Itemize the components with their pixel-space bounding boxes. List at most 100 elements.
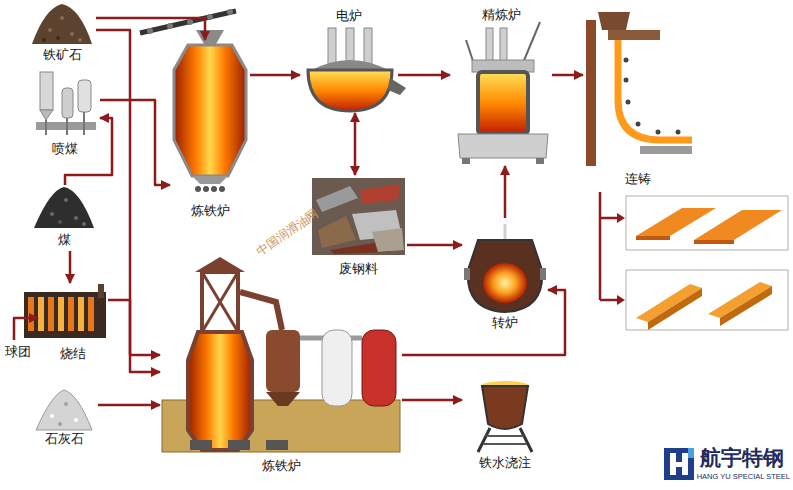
blast-furnace-plant bbox=[202, 272, 238, 332]
product-arrows bbox=[600, 192, 618, 300]
flow-arrow bbox=[69, 251, 72, 283]
hot-metal-ladle bbox=[478, 428, 532, 452]
continuous-caster bbox=[586, 12, 692, 166]
coal-pile bbox=[82, 222, 86, 226]
product-arrows bbox=[617, 213, 625, 223]
billet-panel bbox=[720, 286, 772, 326]
process-label: 连铸 bbox=[623, 171, 653, 187]
sinter-battery bbox=[58, 297, 64, 331]
continuous-caster bbox=[640, 146, 692, 154]
process-node: 石灰石 bbox=[30, 388, 98, 450]
flow-arrow bbox=[98, 404, 160, 407]
electric-furnace bbox=[388, 78, 406, 95]
sinter-battery bbox=[48, 297, 54, 331]
process-label: 废钢料 bbox=[337, 261, 380, 277]
coal-injection-plant bbox=[36, 72, 96, 135]
ladle-refining-furnace bbox=[458, 22, 548, 164]
ore-pile bbox=[78, 38, 82, 42]
product-arrows bbox=[600, 192, 625, 305]
ladle-refining-furnace bbox=[536, 158, 544, 164]
scrap-heap bbox=[360, 184, 400, 204]
converter bbox=[468, 240, 542, 312]
blast-furnace-small bbox=[219, 186, 225, 192]
coal-pile bbox=[34, 187, 94, 228]
process-node: 烧结 bbox=[38, 283, 108, 365]
sinter-battery bbox=[24, 284, 106, 338]
scrap-heap bbox=[318, 216, 356, 248]
slab-panel bbox=[694, 240, 734, 244]
flow-arrow bbox=[250, 74, 300, 77]
brand-name: 航宇特钢 bbox=[700, 446, 784, 470]
continuous-caster bbox=[626, 100, 631, 105]
converter bbox=[464, 224, 546, 312]
process-node: 转炉 bbox=[462, 218, 548, 334]
process-label: 炼铁炉 bbox=[260, 458, 303, 474]
coal-injection-plant bbox=[78, 80, 91, 112]
process-node: 铁矿石 bbox=[28, 2, 96, 66]
slab-panel bbox=[636, 208, 716, 236]
blast-furnace-small bbox=[147, 28, 153, 34]
scrap-heap bbox=[312, 178, 405, 255]
watermark-text: 中国润滑油网 bbox=[255, 207, 322, 260]
blast-furnace-plant bbox=[266, 440, 288, 450]
hot-metal-ladle bbox=[483, 436, 527, 444]
scrap-heap bbox=[312, 178, 405, 255]
electric-furnace bbox=[308, 70, 392, 111]
process-label: 精炼炉 bbox=[480, 7, 523, 23]
process-label: 电炉 bbox=[334, 8, 364, 24]
ore-pile bbox=[56, 36, 60, 40]
process-node: 电炉 bbox=[300, 5, 398, 113]
sinter-battery bbox=[24, 292, 106, 338]
process-label: 铁水浇注 bbox=[477, 455, 533, 471]
limestone-pile bbox=[64, 402, 68, 406]
flow-arrow bbox=[100, 100, 170, 185]
blast-furnace-plant bbox=[240, 292, 282, 330]
blast-furnace-small bbox=[174, 45, 246, 176]
blast-furnace-small bbox=[195, 186, 201, 192]
scrap-heap bbox=[372, 228, 404, 252]
continuous-caster bbox=[624, 58, 629, 63]
coal-injection-plant bbox=[66, 118, 68, 135]
process-label: 石灰石 bbox=[43, 431, 86, 447]
flow-arrow bbox=[552, 74, 583, 77]
process-node: 球团 bbox=[0, 340, 38, 364]
converter bbox=[540, 268, 546, 280]
sinter-battery bbox=[78, 297, 84, 331]
flow-arrow bbox=[354, 113, 357, 175]
brand-subtitle: HANG YU SPECIAL STEEL bbox=[697, 473, 790, 482]
converter bbox=[464, 268, 470, 280]
continuous-caster bbox=[608, 30, 660, 40]
process-node: 废钢料 bbox=[310, 175, 407, 280]
sinter-battery bbox=[88, 297, 94, 331]
continuous-caster bbox=[586, 20, 596, 166]
coal-injection-plant bbox=[62, 88, 73, 118]
product-arrows bbox=[617, 295, 625, 305]
process-node: 煤 bbox=[30, 185, 98, 251]
limestone-pile bbox=[58, 422, 62, 426]
coal-injection-plant bbox=[40, 72, 53, 110]
process-label: 喷煤 bbox=[50, 141, 80, 157]
blast-furnace-plant bbox=[266, 330, 300, 392]
hot-metal-ladle bbox=[478, 381, 532, 452]
flow-arrow bbox=[407, 244, 462, 247]
continuous-caster bbox=[636, 122, 641, 127]
blast-furnace-small bbox=[167, 23, 173, 29]
blast-furnace-small bbox=[140, 11, 236, 33]
sinter-battery bbox=[38, 297, 44, 331]
hot-metal-ladle bbox=[482, 386, 528, 429]
ore-pile bbox=[70, 32, 74, 36]
process-node: 铁水浇注 bbox=[462, 378, 548, 474]
blast-furnace-small bbox=[192, 176, 228, 184]
blast-furnace-plant bbox=[188, 332, 252, 450]
continuous-caster bbox=[624, 78, 629, 83]
continuous-caster bbox=[598, 12, 630, 30]
process-label: 转炉 bbox=[490, 315, 520, 331]
coal-injection-plant bbox=[83, 112, 85, 135]
process-node: 炼铁炉 bbox=[170, 40, 250, 222]
blast-furnace-small bbox=[207, 14, 213, 20]
flow-arrow bbox=[402, 290, 565, 355]
blast-furnace-plant bbox=[202, 272, 238, 332]
